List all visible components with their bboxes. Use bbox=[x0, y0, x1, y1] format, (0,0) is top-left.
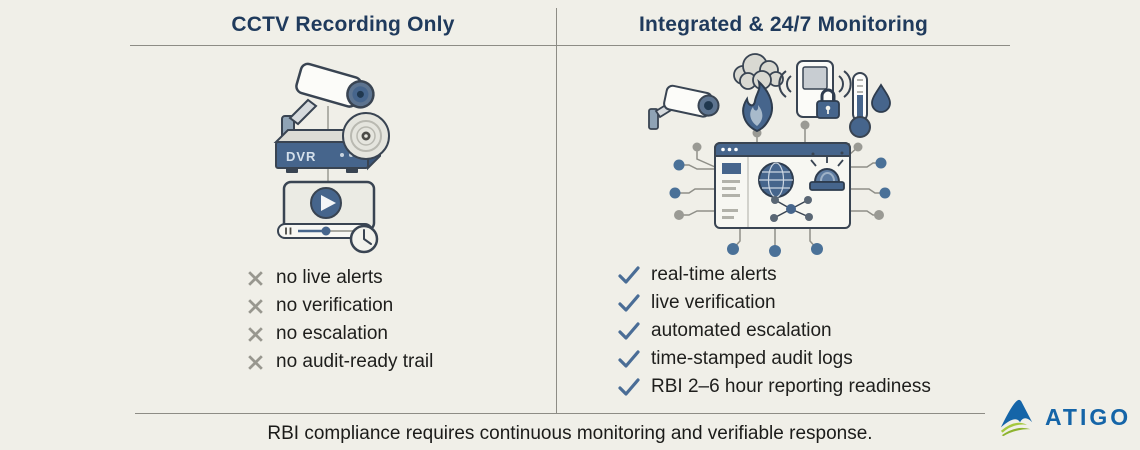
list-item-label: real-time alerts bbox=[651, 264, 777, 285]
siren-icon bbox=[809, 151, 845, 191]
cctv-camera-icon bbox=[648, 84, 720, 130]
atigo-logo: ATIGO bbox=[1000, 396, 1131, 438]
right-header-rule bbox=[557, 45, 1010, 46]
wifi-waves-icon bbox=[778, 70, 792, 98]
list-item-label: time-stamped audit logs bbox=[651, 348, 853, 369]
check-mark-icon bbox=[618, 294, 640, 312]
wireless-sensor-icon bbox=[778, 60, 852, 119]
list-item: real-time alerts bbox=[618, 261, 931, 289]
list-item: automated escalation bbox=[618, 317, 931, 345]
list-item-label: no audit-ready trail bbox=[276, 351, 434, 372]
cctv-recording-illustration: DVR bbox=[273, 62, 390, 254]
cctv-camera-icon bbox=[281, 62, 375, 145]
list-item-label: RBI 2–6 hour reporting readiness bbox=[651, 376, 931, 397]
integrated-monitoring-illustration bbox=[648, 53, 891, 257]
x-mark-icon bbox=[246, 353, 265, 372]
circuit-nodes bbox=[669, 120, 891, 257]
list-item: time-stamped audit logs bbox=[618, 345, 931, 373]
list-item-label: no escalation bbox=[276, 323, 388, 344]
atigo-logo-mark bbox=[1000, 399, 1033, 437]
optical-disc-icon bbox=[342, 112, 390, 160]
vertical-divider bbox=[556, 8, 557, 413]
check-mark-icon bbox=[618, 378, 640, 396]
list-item-label: automated escalation bbox=[651, 320, 832, 341]
check-mark-icon bbox=[618, 266, 640, 284]
thermometer-icon bbox=[849, 72, 871, 138]
check-mark-icon bbox=[618, 350, 640, 368]
right-feature-list: real-time alerts live verification autom… bbox=[618, 261, 931, 401]
lock-icon bbox=[816, 88, 840, 119]
list-item: no verification bbox=[246, 292, 433, 320]
x-mark-icon bbox=[246, 297, 265, 316]
network-graph-icon bbox=[770, 196, 813, 222]
list-item-label: no verification bbox=[276, 295, 394, 316]
list-item: no live alerts bbox=[246, 264, 433, 292]
left-header-rule bbox=[130, 45, 556, 46]
footer-caption: RBI compliance requires continuous monit… bbox=[267, 423, 873, 444]
list-item: no audit-ready trail bbox=[246, 348, 433, 376]
list-item: RBI 2–6 hour reporting readiness bbox=[618, 373, 931, 401]
right-column-title: Integrated & 24/7 Monitoring bbox=[638, 13, 929, 36]
left-feature-list: no live alerts no verification no escala… bbox=[246, 264, 433, 376]
check-mark-icon bbox=[618, 322, 640, 340]
atigo-logo-text: ATIGO bbox=[1045, 403, 1132, 430]
monitoring-dashboard-icon bbox=[714, 142, 851, 229]
x-mark-icon bbox=[246, 269, 265, 288]
fire-smoke-icon bbox=[733, 53, 784, 133]
x-mark-icon bbox=[246, 325, 265, 344]
footer-rule bbox=[135, 413, 985, 414]
dvr-label: DVR bbox=[286, 149, 316, 164]
clock-icon bbox=[349, 224, 379, 254]
droplet-icon bbox=[871, 83, 891, 113]
list-item-label: no live alerts bbox=[276, 267, 383, 288]
list-item: no escalation bbox=[246, 320, 433, 348]
video-player-icon bbox=[277, 180, 376, 239]
list-item-label: live verification bbox=[651, 292, 776, 313]
list-item: live verification bbox=[618, 289, 931, 317]
globe-icon bbox=[758, 162, 794, 198]
left-column-title: CCTV Recording Only bbox=[231, 13, 455, 36]
